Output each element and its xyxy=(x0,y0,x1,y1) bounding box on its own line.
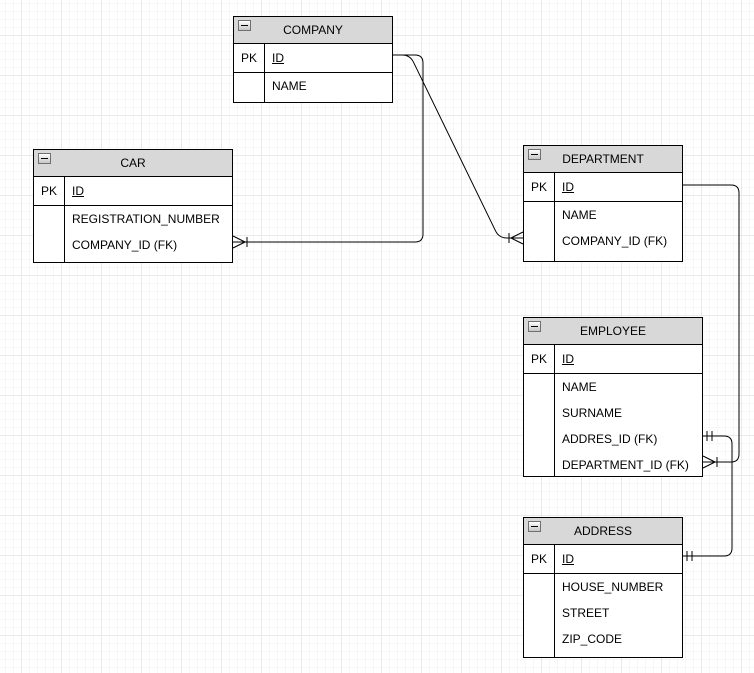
attribute-row[interactable]: ZIP_CODE xyxy=(562,626,682,652)
primary-key-row[interactable]: PK ID xyxy=(524,173,682,202)
pk-label: PK xyxy=(530,180,547,194)
attribute-label: STREET xyxy=(562,606,610,620)
double-tick-marker xyxy=(706,431,713,441)
attribute-label: NAME xyxy=(272,79,307,93)
pk-label: PK xyxy=(530,352,547,366)
collapse-minus-icon[interactable] xyxy=(528,149,541,160)
collapse-minus-icon[interactable] xyxy=(38,153,51,164)
primary-key-attribute: ID xyxy=(562,552,574,566)
collapse-minus-icon[interactable] xyxy=(238,20,251,31)
pk-label-cell: PK xyxy=(524,345,555,373)
primary-key-row[interactable]: PK ID xyxy=(524,345,702,374)
attribute-label: REGISTRATION_NUMBER xyxy=(72,212,220,226)
pk-label: PK xyxy=(530,552,547,566)
crowfoot-marker xyxy=(232,235,248,249)
entity-header[interactable]: ADDRESS xyxy=(524,518,682,545)
relationship-company-department[interactable] xyxy=(393,54,523,239)
attribute-list: NAME SURNAME ADDRES_ID (FK) DEPARTMENT_ID (… xyxy=(555,374,702,476)
attribute-label: ZIP_CODE xyxy=(562,632,623,646)
attribute-label: DEPARTMENT_ID (FK) xyxy=(562,458,689,472)
attribute-section: REGISTRATION_NUMBER COMPANY_ID (FK) xyxy=(34,206,232,262)
entity-department[interactable]: DEPARTMENT PK ID NAME COMPANY_ID (FK) xyxy=(523,145,683,262)
attribute-row[interactable]: REGISTRATION_NUMBER xyxy=(72,206,232,232)
attribute-section: HOUSE_NUMBER STREET ZIP_CODE xyxy=(524,574,682,657)
collapse-minus-icon[interactable] xyxy=(528,521,541,532)
attribute-row[interactable]: ADDRES_ID (FK) xyxy=(562,426,702,452)
attribute-label: ADDRES_ID (FK) xyxy=(562,432,658,446)
attribute-label: COMPANY_ID (FK) xyxy=(562,234,668,248)
primary-key-row[interactable]: PK ID xyxy=(524,545,682,574)
pk-label-cell: PK xyxy=(234,44,265,72)
primary-key-cell: ID xyxy=(555,345,702,373)
primary-key-cell: ID xyxy=(555,173,682,201)
entity-header[interactable]: CAR xyxy=(34,150,232,177)
entity-title: EMPLOYEE xyxy=(579,324,647,338)
pk-label-cell: PK xyxy=(524,173,555,201)
attribute-label: NAME xyxy=(562,380,597,394)
minus-glyph xyxy=(531,154,538,155)
crowfoot-marker xyxy=(508,231,524,245)
primary-key-cell: ID xyxy=(265,44,392,72)
entity-header[interactable]: EMPLOYEE xyxy=(524,318,702,345)
crowfoot-marker xyxy=(702,455,718,469)
collapse-minus-icon[interactable] xyxy=(528,321,541,332)
minus-glyph xyxy=(41,158,48,159)
entity-header[interactable]: DEPARTMENT xyxy=(524,146,682,173)
attribute-list: NAME xyxy=(265,73,392,102)
pk-label: PK xyxy=(240,51,257,65)
minus-glyph xyxy=(531,526,538,527)
attribute-section: NAME xyxy=(234,73,392,102)
primary-key-attribute: ID xyxy=(72,184,84,198)
attribute-list: REGISTRATION_NUMBER COMPANY_ID (FK) xyxy=(65,206,232,262)
pk-label-cell: PK xyxy=(524,545,555,573)
attribute-row[interactable]: STREET xyxy=(562,600,682,626)
attribute-label: NAME xyxy=(562,208,597,222)
entity-title: ADDRESS xyxy=(573,524,632,538)
entity-title: CAR xyxy=(120,156,146,170)
primary-key-attribute: ID xyxy=(272,51,284,65)
attribute-section: NAME SURNAME ADDRES_ID (FK) DEPARTMENT_ID (… xyxy=(524,374,702,476)
attribute-row[interactable]: DEPARTMENT_ID (FK) xyxy=(562,452,702,476)
pk-column-spacer xyxy=(234,73,265,102)
attribute-row[interactable]: COMPANY_ID (FK) xyxy=(72,232,232,258)
minus-glyph xyxy=(241,25,248,26)
attribute-label: HOUSE_NUMBER xyxy=(562,580,664,594)
pk-column-spacer xyxy=(524,374,555,476)
attribute-row[interactable]: COMPANY_ID (FK) xyxy=(562,228,682,254)
attribute-label: SURNAME xyxy=(562,406,623,420)
attribute-row[interactable]: SURNAME xyxy=(562,400,702,426)
pk-column-spacer xyxy=(524,574,555,657)
entity-header[interactable]: COMPANY xyxy=(234,17,392,44)
attribute-list: HOUSE_NUMBER STREET ZIP_CODE xyxy=(555,574,682,657)
primary-key-row[interactable]: PK ID xyxy=(234,44,392,73)
primary-key-cell: ID xyxy=(555,545,682,573)
double-tick-marker xyxy=(686,551,693,561)
entity-company[interactable]: COMPANY PK ID NAME xyxy=(233,16,393,103)
minus-glyph xyxy=(531,326,538,327)
attribute-row[interactable]: NAME xyxy=(562,374,702,400)
attribute-row[interactable]: HOUSE_NUMBER xyxy=(562,574,682,600)
attribute-list: NAME COMPANY_ID (FK) xyxy=(555,202,682,261)
entity-title: COMPANY xyxy=(283,23,343,37)
entity-car[interactable]: CAR PK ID REGISTRATION_NUMBER COMPANY_ID (FK… xyxy=(33,149,233,263)
entity-address[interactable]: ADDRESS PK ID HOUSE_NUMBER STREET ZIP_CODE xyxy=(523,517,683,658)
primary-key-attribute: ID xyxy=(562,352,574,366)
primary-key-cell: ID xyxy=(65,177,232,205)
attribute-row[interactable]: NAME xyxy=(272,73,392,99)
entity-title: DEPARTMENT xyxy=(562,152,644,166)
entity-employee[interactable]: EMPLOYEE PK ID NAME SURNAME ADDRES_ID (FK) DEP… xyxy=(523,317,703,477)
pk-label-cell: PK xyxy=(34,177,65,205)
primary-key-attribute: ID xyxy=(562,180,574,194)
pk-column-spacer xyxy=(34,206,65,262)
attribute-label: COMPANY_ID (FK) xyxy=(72,238,178,252)
attribute-section: NAME COMPANY_ID (FK) xyxy=(524,202,682,261)
primary-key-row[interactable]: PK ID xyxy=(34,177,232,206)
pk-column-spacer xyxy=(524,202,555,261)
pk-label: PK xyxy=(40,184,57,198)
attribute-row[interactable]: NAME xyxy=(562,202,682,228)
